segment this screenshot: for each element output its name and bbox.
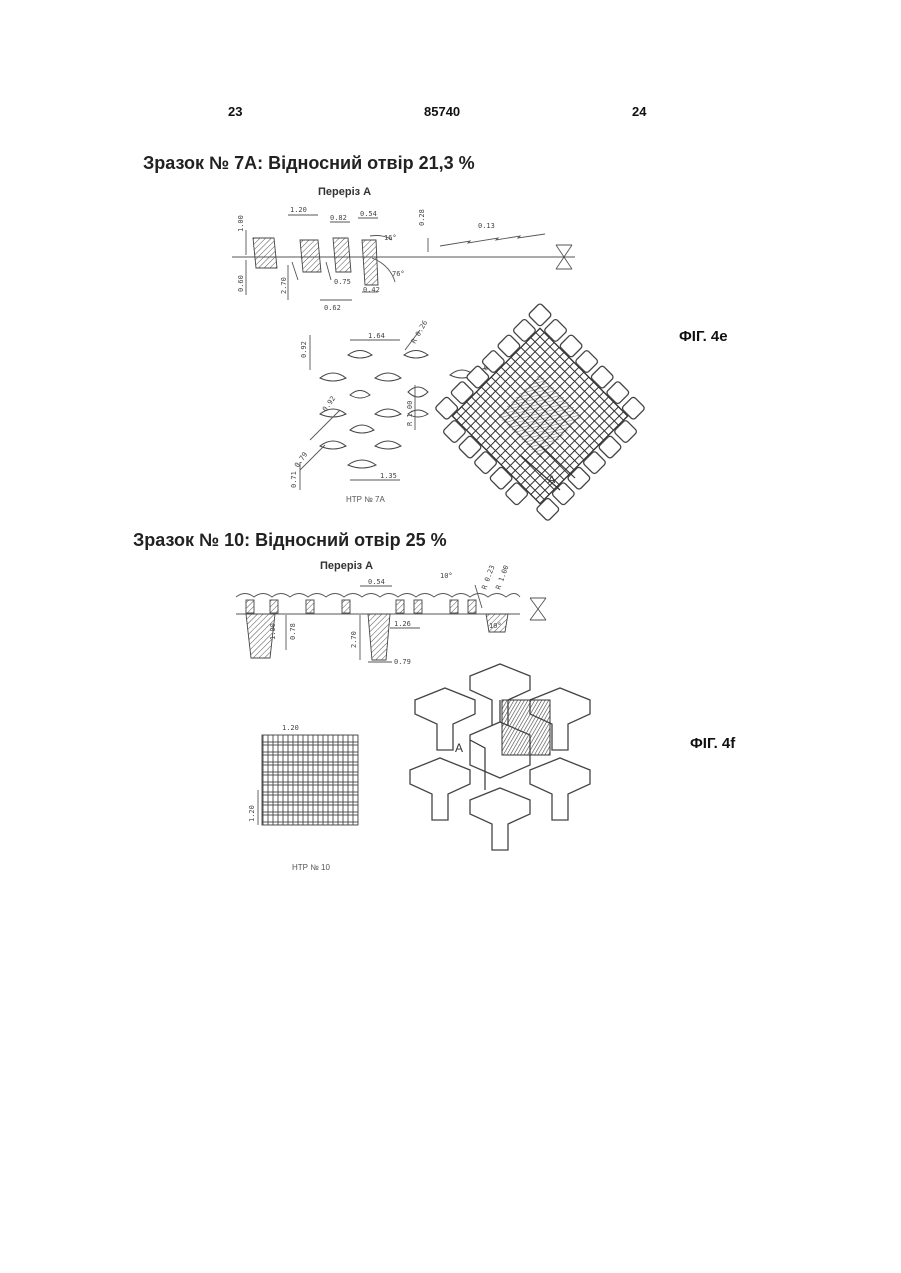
fig-e-dim-1-00: 1.00 (237, 215, 245, 232)
fig-e-dim-0-60: 0.60 (237, 275, 245, 292)
fig-f-dim-0-54: 0.54 (368, 578, 385, 586)
fig-f-dim-1-26: 1.26 (394, 620, 411, 628)
fig-f-dim-1-20: 1.20 (282, 724, 299, 732)
fig-e-dim-0-71: 0.71 (290, 471, 298, 488)
fig-e-dim-1-35: 1.35 (380, 472, 397, 480)
fig-f-angle-10-b: 10° (489, 622, 502, 630)
figure-f-isometric-tiles (410, 664, 590, 850)
fig-e-dim-1-20: 1.20 (290, 206, 307, 214)
fig-f-caption: НТР № 10 (292, 863, 330, 872)
fig-f-section-letter: A (455, 741, 463, 755)
figure-e-tile-grid (427, 303, 653, 529)
fig-e-dim-0-79: 0.79 (293, 451, 309, 469)
fig-e-dim-0-54: 0.54 (360, 210, 377, 218)
fig-f-dim-r100: R 1.00 (494, 564, 510, 591)
fig-f-dim-1-20-b: 1.20 (248, 805, 256, 822)
fig-e-dim-0-75: 0.75 (334, 278, 351, 286)
figure-f-weave-plan (258, 735, 358, 825)
fig-e-caption: НТР № 7А (346, 495, 385, 504)
fig-f-dim-0-79: 0.79 (394, 658, 411, 666)
fig-e-dim-0-13: 0.13 (478, 222, 495, 230)
fig-e-angle-76: 76° (392, 270, 405, 278)
fig-e-dim-0-42: 0.42 (363, 286, 380, 294)
fig-e-dim-r100: R 1.00 (406, 401, 414, 426)
fig-f-dim-2-70: 2.70 (350, 631, 358, 648)
fig-e-section-letter: A (548, 474, 556, 486)
fig-e-dim-0-82: 0.82 (330, 214, 347, 222)
fig-f-dim-0-78: 0.78 (289, 623, 297, 640)
fig-e-angle-16: 16° (384, 234, 397, 242)
fig-e-dim-1-64: 1.64 (368, 332, 385, 340)
fig-e-dim-2-70: 2.70 (280, 277, 288, 294)
fig-e-dim-0-62: 0.62 (324, 304, 341, 312)
fig-f-dim-1-00: 1.00 (269, 623, 277, 640)
fig-e-dim-r026: R 0.26 (410, 319, 430, 345)
fig-f-angle-10: 10° (440, 572, 453, 580)
fig-e-dim-0-28: 0.28 (418, 209, 426, 226)
fig-e-dim-0-92: 0.92 (300, 341, 308, 358)
